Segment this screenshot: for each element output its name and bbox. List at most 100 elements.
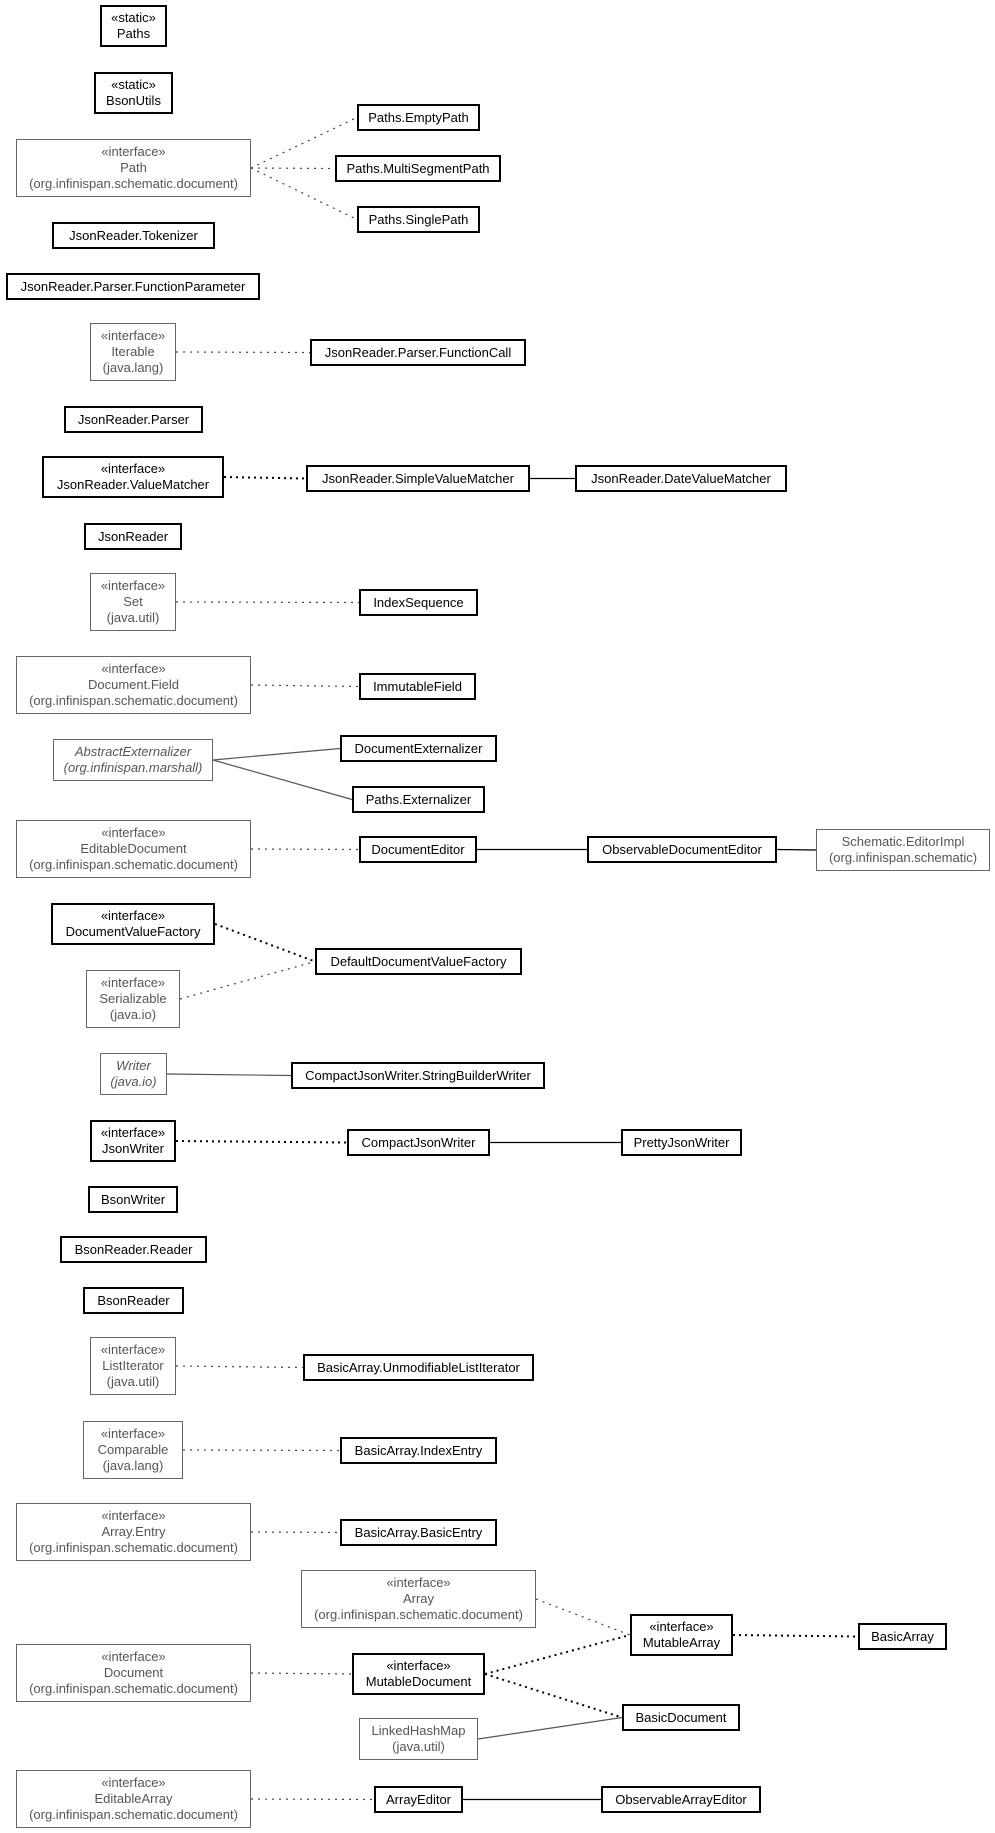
class-node-label: JsonReader.SimpleValueMatcher — [322, 470, 514, 486]
class-node-basicdocument[interactable]: BasicDocument — [622, 1704, 740, 1731]
class-node-label: (java.util) — [106, 610, 160, 625]
class-node-jsonreader-valuematcher[interactable]: «interface»JsonReader.ValueMatcher — [42, 456, 224, 498]
class-node-arrayeditor[interactable]: ArrayEditor — [374, 1786, 463, 1813]
class-node-jsonreader-datevaluematcher[interactable]: JsonReader.DateValueMatcher — [575, 465, 787, 492]
class-node-path[interactable]: «interface»Path(org.infinispan.schematic… — [16, 139, 251, 197]
class-node-label: ObservableDocumentEditor — [602, 841, 762, 857]
class-node-array-entry[interactable]: «interface»Array.Entry(org.infinispan.sc… — [16, 1503, 251, 1561]
class-node-jsonreader-parser-functionparameter[interactable]: JsonReader.Parser.FunctionParameter — [6, 273, 260, 300]
class-node-label: Paths.SinglePath — [368, 211, 469, 227]
class-node-label: (org.infinispan.schematic.document) — [29, 1540, 238, 1555]
class-node-document-field[interactable]: «interface»Document.Field(org.infinispan… — [16, 656, 251, 714]
class-node-bsonreader-reader[interactable]: BsonReader.Reader — [60, 1236, 207, 1263]
class-node-abstractexternalizer[interactable]: AbstractExternalizer(org.infinispan.mars… — [53, 739, 213, 781]
class-node-label: MutableArray — [642, 1635, 721, 1650]
class-node-editablearray[interactable]: «interface»EditableArray(org.infinispan.… — [16, 1770, 251, 1828]
class-node-label: «interface» — [101, 1649, 166, 1664]
class-node-iterable[interactable]: «interface»Iterable(java.lang) — [90, 323, 176, 381]
class-node-label: «interface» — [100, 328, 166, 343]
class-node-paths-multisegmentpath[interactable]: Paths.MultiSegmentPath — [335, 155, 501, 182]
class-node-writer[interactable]: Writer(java.io) — [100, 1053, 167, 1095]
class-node-paths-singlepath[interactable]: Paths.SinglePath — [357, 206, 480, 233]
class-node-label: PrettyJsonWriter — [633, 1134, 730, 1150]
class-node-label: BasicArray — [871, 1628, 934, 1644]
class-node-label: BsonReader.Reader — [74, 1241, 193, 1257]
class-node-label: Paths — [116, 26, 151, 41]
class-node-label: Path — [120, 160, 147, 175]
class-node-jsonreader-parser[interactable]: JsonReader.Parser — [64, 406, 203, 433]
class-node-documentvaluefactory[interactable]: «interface»DocumentValueFactory — [51, 903, 215, 945]
class-node-label: Document — [103, 1665, 164, 1680]
class-node-jsonreader-tokenizer[interactable]: JsonReader.Tokenizer — [52, 222, 215, 249]
class-node-mutabledocument[interactable]: «interface»MutableDocument — [352, 1653, 485, 1695]
class-node-label: (org.infinispan.schematic) — [828, 850, 978, 865]
class-node-label: (org.infinispan.schematic.document) — [29, 176, 238, 191]
class-node-paths[interactable]: «static»Paths — [100, 5, 167, 47]
edge-iterable-to-jsonreader-parser-functioncall — [175, 351, 311, 354]
class-node-observabledocumenteditor[interactable]: ObservableDocumentEditor — [587, 836, 777, 863]
class-node-basicarray-basicentry[interactable]: BasicArray.BasicEntry — [340, 1519, 497, 1546]
class-node-label: JsonReader.ValueMatcher — [56, 477, 210, 492]
class-node-editabledocument[interactable]: «interface»EditableDocument(org.infinisp… — [16, 820, 251, 878]
class-node-linkedhashmap[interactable]: LinkedHashMap(java.util) — [359, 1718, 478, 1760]
class-node-compactjsonwriter[interactable]: CompactJsonWriter — [347, 1129, 490, 1156]
class-node-label: «interface» — [386, 1658, 451, 1673]
class-node-label: JsonReader.Parser.FunctionParameter — [20, 278, 246, 294]
class-node-jsonwriter[interactable]: «interface»JsonWriter — [90, 1120, 176, 1162]
class-node-mutablearray[interactable]: «interface»MutableArray — [630, 1614, 733, 1656]
class-node-jsonreader-simplevaluematcher[interactable]: JsonReader.SimpleValueMatcher — [306, 465, 530, 492]
class-node-paths-emptypath[interactable]: Paths.EmptyPath — [357, 104, 480, 131]
class-node-label: (org.infinispan.schematic.document) — [29, 693, 238, 708]
edge-mutablearray-to-basicarray — [732, 1634, 859, 1638]
class-node-label: LinkedHashMap — [371, 1723, 466, 1738]
class-node-label: JsonReader.Tokenizer — [69, 227, 198, 243]
class-node-label: «interface» — [101, 144, 166, 159]
class-node-defaultdocumentvaluefactory[interactable]: DefaultDocumentValueFactory — [315, 948, 522, 975]
class-node-label: (org.infinispan.marshall) — [63, 760, 203, 775]
class-node-compactjsonwriter-stringbuilderwriter[interactable]: CompactJsonWriter.StringBuilderWriter — [291, 1062, 545, 1089]
edge-writer-to-compactjsonwriter-stringbuilderwriter — [166, 1073, 292, 1077]
class-node-label: «interface» — [649, 1619, 714, 1634]
class-node-immutablefield[interactable]: ImmutableField — [359, 673, 476, 700]
class-node-documenteditor[interactable]: DocumentEditor — [359, 836, 477, 863]
class-node-label: (org.infinispan.schematic.document) — [314, 1607, 523, 1622]
class-node-set[interactable]: «interface»Set(java.util) — [90, 573, 176, 631]
class-node-observablearrayeditor[interactable]: ObservableArrayEditor — [601, 1786, 761, 1813]
class-node-paths-externalizer[interactable]: Paths.Externalizer — [352, 786, 485, 813]
class-node-label: (java.util) — [392, 1739, 445, 1754]
class-node-label: DefaultDocumentValueFactory — [330, 953, 507, 969]
class-node-jsonreader-parser-functioncall[interactable]: JsonReader.Parser.FunctionCall — [310, 339, 526, 366]
class-node-label: ObservableArrayEditor — [615, 1791, 747, 1807]
class-node-label: BasicArray.BasicEntry — [354, 1524, 483, 1540]
class-node-basicarray[interactable]: BasicArray — [858, 1623, 947, 1650]
class-node-indexsequence[interactable]: IndexSequence — [359, 589, 478, 616]
class-node-label: EditableDocument — [80, 841, 187, 856]
class-node-prettyjsonwriter[interactable]: PrettyJsonWriter — [621, 1129, 742, 1156]
class-node-label: BsonWriter — [100, 1191, 166, 1207]
class-node-comparable[interactable]: «interface»Comparable(java.lang) — [83, 1421, 183, 1479]
class-node-label: Array.Entry — [101, 1524, 166, 1539]
class-node-bsonreader[interactable]: BsonReader — [83, 1287, 184, 1314]
edge-linkedhashmap-to-basicdocument — [477, 1716, 623, 1740]
class-node-bsonutils[interactable]: «static»BsonUtils — [94, 72, 173, 114]
class-node-label: BasicArray.UnmodifiableListIterator — [317, 1359, 520, 1375]
class-node-bsonwriter[interactable]: BsonWriter — [88, 1186, 178, 1213]
class-node-label: DocumentValueFactory — [65, 924, 201, 939]
class-node-label: ListIterator — [102, 1358, 164, 1373]
class-node-schematic-editorimpl[interactable]: Schematic.EditorImpl(org.infinispan.sche… — [816, 829, 990, 871]
class-node-label: «interface» — [100, 1125, 166, 1140]
class-node-label: (org.infinispan.schematic.document) — [29, 1807, 238, 1822]
class-node-documentexternalizer[interactable]: DocumentExternalizer — [340, 735, 497, 762]
class-node-array[interactable]: «interface»Array(org.infinispan.schemati… — [301, 1570, 536, 1628]
class-node-label: JsonReader.DateValueMatcher — [591, 470, 771, 486]
class-node-jsonreader[interactable]: JsonReader — [84, 523, 182, 550]
class-node-serializable[interactable]: «interface»Serializable(java.io) — [86, 970, 180, 1028]
class-node-basicarray-indexentry[interactable]: BasicArray.IndexEntry — [340, 1437, 497, 1464]
edge-observabledocumenteditor-to-schematic-editorimpl — [776, 848, 817, 851]
class-node-document[interactable]: «interface»Document(org.infinispan.schem… — [16, 1644, 251, 1702]
class-node-basicarray-unmodifiablelistiterator[interactable]: BasicArray.UnmodifiableListIterator — [303, 1354, 534, 1381]
class-node-listiterator[interactable]: «interface»ListIterator(java.util) — [90, 1337, 176, 1395]
class-node-label: DocumentExternalizer — [354, 740, 483, 756]
class-node-label: «interface» — [100, 975, 166, 990]
class-node-label: «static» — [111, 10, 156, 25]
